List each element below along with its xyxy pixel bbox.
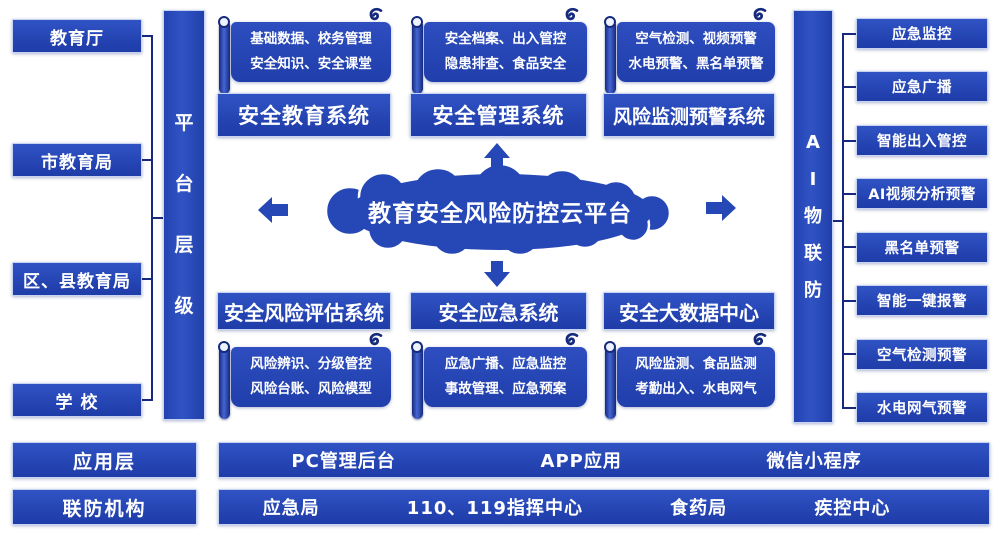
arrow-up-icon — [484, 143, 510, 170]
system-box-safety-education: 安全教育系统 — [217, 93, 391, 137]
scroll-knob-icon — [411, 16, 423, 28]
scroll-line: 隐患排查、食品安全 — [444, 55, 567, 72]
ai-iot-char: 物 — [804, 205, 822, 227]
scroll-knob-icon — [218, 16, 230, 28]
agency-item-cdc-center: 疾控中心 — [814, 498, 891, 519]
scroll-line: 水电预警、黑名单预警 — [628, 55, 764, 72]
org-box-city-education-bureau: 市教育局 — [12, 143, 142, 177]
scroll-panel-education: 基础数据、校务管理 安全知识、安全课堂 — [217, 7, 391, 95]
ai-iot-char: 防 — [804, 279, 822, 301]
scroll-line: 基础数据、校务管理 — [250, 30, 372, 47]
scroll-curl-icon — [565, 7, 579, 21]
arrow-down-icon — [484, 261, 510, 287]
scroll-roll — [604, 341, 616, 419]
org-box-education-department: 教育厅 — [12, 19, 142, 53]
platform-level-char: 台 — [174, 173, 194, 195]
scroll-curl-icon — [565, 332, 579, 346]
scroll-curl-icon — [753, 7, 767, 21]
scroll-line: 空气检测、视频预警 — [635, 30, 757, 47]
ai-iot-char: I — [809, 168, 817, 190]
application-layer-bar: PC管理后台 APP应用 微信小程序 — [218, 442, 990, 478]
scroll-roll — [411, 16, 423, 94]
scroll-knob-icon — [604, 341, 616, 353]
feature-box-emergency-broadcast: 应急广播 — [856, 71, 988, 102]
ai-iot-char: A — [806, 131, 820, 153]
joint-defense-bar: 应急局 110、119指挥中心 食药局 疾控中心 — [218, 489, 990, 525]
scroll-line: 事故管理、应急预案 — [444, 380, 567, 397]
platform-level-char: 平 — [174, 112, 194, 134]
row-label-application-layer: 应用层 — [12, 442, 197, 478]
scroll-knob-icon — [604, 16, 616, 28]
agency-item-food-drug-bureau: 食药局 — [670, 498, 728, 519]
scroll-line: 风险辨识、分级管控 — [250, 355, 372, 372]
scroll-curl-icon — [369, 7, 383, 21]
system-box-big-data-center: 安全大数据中心 — [603, 292, 775, 330]
scroll-panel-risk-monitoring: 空气检测、视频预警 水电预警、黑名单预警 — [603, 7, 775, 95]
scroll-line: 考勤出入、水电网气 — [635, 380, 757, 397]
org-box-school: 学 校 — [12, 383, 142, 417]
row-label-joint-defense-agencies: 联防机构 — [12, 489, 197, 525]
scroll-roll — [218, 16, 230, 94]
scroll-roll — [218, 341, 230, 419]
feature-box-utilities-alert: 水电网气预警 — [856, 392, 988, 423]
app-item-app: APP应用 — [540, 451, 622, 472]
feature-box-ai-video-alert: AI视频分析预警 — [856, 178, 988, 209]
right-bracket-connector — [832, 33, 856, 409]
platform-level-char: 级 — [174, 295, 194, 317]
system-box-risk-monitoring-alert: 风险监测预警系统 — [603, 93, 775, 137]
scroll-line: 风险监测、食品监测 — [635, 355, 757, 372]
scroll-line: 风险台账、风险模型 — [250, 380, 372, 397]
left-bracket-connector — [142, 35, 164, 401]
feature-box-emergency-monitoring: 应急监控 — [856, 18, 988, 49]
system-box-safety-management: 安全管理系统 — [410, 93, 587, 137]
agency-item-emergency-bureau: 应急局 — [262, 498, 320, 519]
feature-box-blacklist-alert: 黑名单预警 — [856, 232, 988, 263]
platform-level-char: 层 — [174, 234, 194, 256]
scroll-panel-risk-assessment: 风险辨识、分级管控 风险台账、风险模型 — [217, 332, 391, 420]
app-item-wechat-miniprogram: 微信小程序 — [766, 451, 862, 472]
cloud-platform-title: 教育安全风险防控云平台 — [368, 201, 632, 227]
platform-level-bar: 平 台 层 级 — [163, 10, 205, 420]
scroll-panel-emergency: 应急广播、应急监控 事故管理、应急预案 — [410, 332, 587, 420]
agency-item-110-119-command-center: 110、119指挥中心 — [406, 498, 583, 519]
scroll-panel-management: 安全档案、出入管控 隐患排查、食品安全 — [410, 7, 587, 95]
scroll-roll — [411, 341, 423, 419]
system-box-safety-emergency: 安全应急系统 — [410, 292, 587, 330]
scroll-line: 安全档案、出入管控 — [444, 30, 567, 47]
scroll-curl-icon — [753, 332, 767, 346]
feature-box-one-key-alarm: 智能一键报警 — [856, 285, 988, 316]
scroll-line: 应急广播、应急监控 — [444, 355, 567, 372]
ai-iot-char: 联 — [804, 242, 822, 264]
app-item-pc-admin: PC管理后台 — [291, 451, 396, 472]
org-box-district-education-bureau: 区、县教育局 — [12, 262, 142, 296]
system-box-risk-assessment: 安全风险评估系统 — [217, 292, 391, 330]
ai-iot-defense-bar: A I 物 联 防 — [793, 10, 833, 423]
scroll-knob-icon — [411, 341, 423, 353]
arrow-right-icon — [706, 195, 736, 221]
scroll-knob-icon — [218, 341, 230, 353]
arrow-left-icon — [258, 197, 288, 223]
scroll-roll — [604, 16, 616, 94]
scroll-panel-big-data: 风险监测、食品监测 考勤出入、水电网气 — [603, 332, 775, 420]
scroll-curl-icon — [369, 332, 383, 346]
feature-box-smart-access-control: 智能出入管控 — [856, 125, 988, 156]
scroll-line: 安全知识、安全课堂 — [250, 55, 372, 72]
cloud-shape — [324, 162, 672, 257]
feature-box-air-detection-alert: 空气检测预警 — [856, 339, 988, 370]
